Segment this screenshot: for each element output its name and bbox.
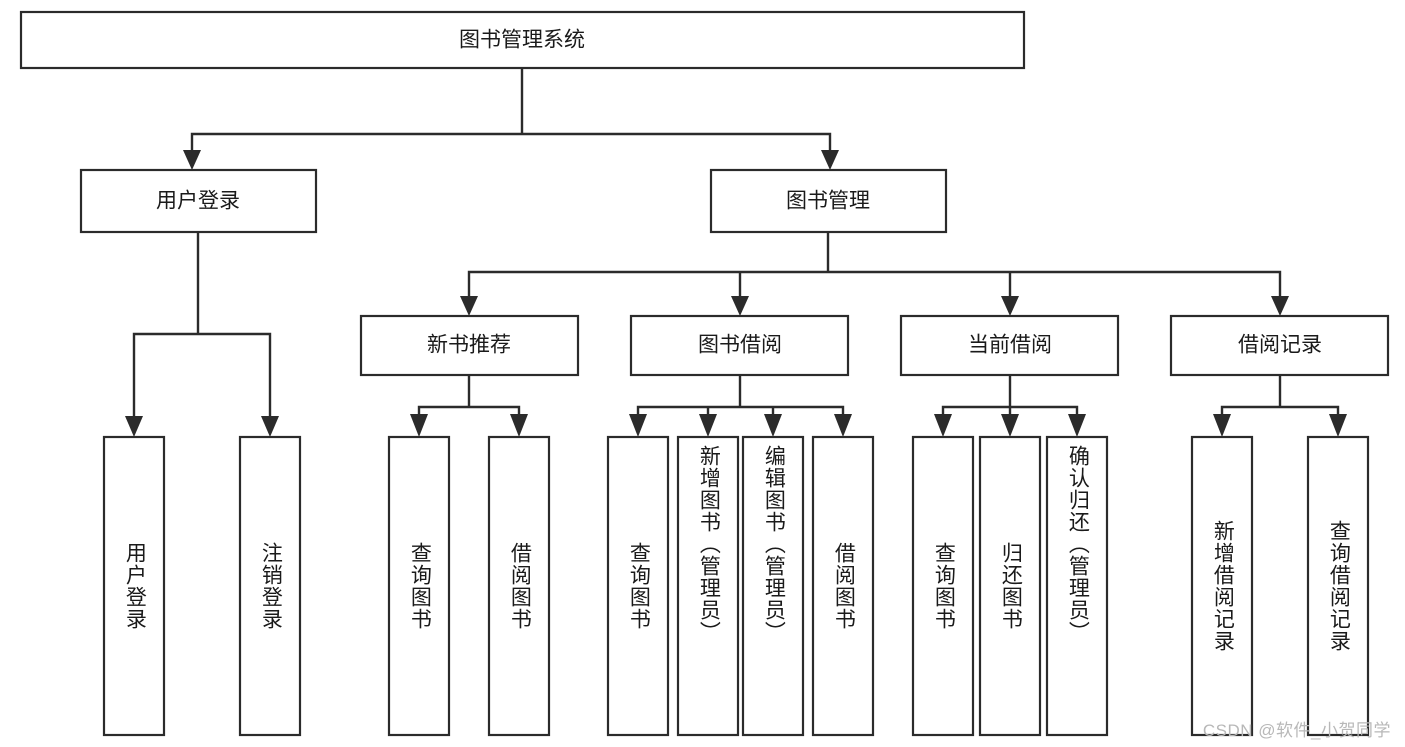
node-label: 借阅记录 xyxy=(1238,334,1322,357)
connector-borrowrecord-to-leaves xyxy=(1213,373,1347,437)
arrow-head-icon xyxy=(934,414,952,437)
arrow-head-icon xyxy=(629,414,647,437)
connector-bookmgmt-to-level3 xyxy=(460,230,1289,316)
node-book-management-system[interactable]: 图书管理系统 xyxy=(19,10,1026,70)
node-label: 新书推荐 xyxy=(427,334,511,357)
arrow-head-icon xyxy=(1001,296,1019,316)
connector-currentborrow-to-leaves xyxy=(934,373,1086,437)
arrow-head-icon xyxy=(1329,414,1347,437)
leaf-node-query-book-1[interactable] xyxy=(387,435,451,737)
node-label: 用户登录 xyxy=(156,190,240,213)
node-label: 图书管理 xyxy=(786,190,870,213)
leaf-node-query-record[interactable] xyxy=(1306,435,1370,737)
arrow-head-icon xyxy=(1213,414,1231,437)
arrow-head-icon xyxy=(410,414,428,437)
connector-userlogin-to-leaves xyxy=(125,230,279,437)
arrow-head-icon xyxy=(699,414,717,437)
leaf-node-query-book-2[interactable] xyxy=(606,435,670,737)
arrow-head-icon xyxy=(261,416,279,437)
connector-root-to-level2 xyxy=(183,66,839,170)
node-new-book-recommend[interactable]: 新书推荐 xyxy=(359,314,580,377)
leaf-node-add-book[interactable] xyxy=(676,435,740,737)
leaf-node-borrow-book-1[interactable] xyxy=(487,435,551,737)
leaf-node-confirm-return[interactable] xyxy=(1045,435,1109,737)
node-label: 图书管理系统 xyxy=(459,29,585,52)
csdn-watermark: CSDN @软件_小贺同学 xyxy=(1202,721,1391,740)
arrow-head-icon xyxy=(125,416,143,437)
node-label: 图书借阅 xyxy=(698,334,782,357)
arrow-head-icon xyxy=(510,414,528,437)
leaf-node-query-book-3[interactable] xyxy=(911,435,975,737)
node-label: 当前借阅 xyxy=(968,334,1052,357)
leaf-node-logout-login[interactable] xyxy=(238,435,302,737)
leaf-node-borrow-book-2[interactable] xyxy=(811,435,875,737)
arrow-head-icon xyxy=(183,150,201,170)
arrow-head-icon xyxy=(1068,414,1086,437)
leaf-node-add-record[interactable] xyxy=(1190,435,1254,737)
node-user-login[interactable]: 用户登录 xyxy=(79,168,318,234)
arrow-head-icon xyxy=(834,414,852,437)
node-book-management[interactable]: 图书管理 xyxy=(709,168,948,234)
arrow-head-icon xyxy=(764,414,782,437)
node-book-borrow[interactable]: 图书借阅 xyxy=(629,314,850,377)
arrow-head-icon xyxy=(1271,296,1289,316)
arrow-head-icon xyxy=(460,296,478,316)
connector-newbook-to-leaves xyxy=(410,373,528,437)
arrow-head-icon xyxy=(731,296,749,316)
node-current-borrow[interactable]: 当前借阅 xyxy=(899,314,1120,377)
arrow-head-icon xyxy=(1001,414,1019,437)
leaf-node-edit-book[interactable] xyxy=(741,435,805,737)
leaf-node-user-login[interactable] xyxy=(102,435,166,737)
node-borrow-record[interactable]: 借阅记录 xyxy=(1169,314,1390,377)
arrow-head-icon xyxy=(821,150,839,170)
connector-bookborrow-to-leaves xyxy=(629,373,852,437)
leaf-node-return-book[interactable] xyxy=(978,435,1042,737)
